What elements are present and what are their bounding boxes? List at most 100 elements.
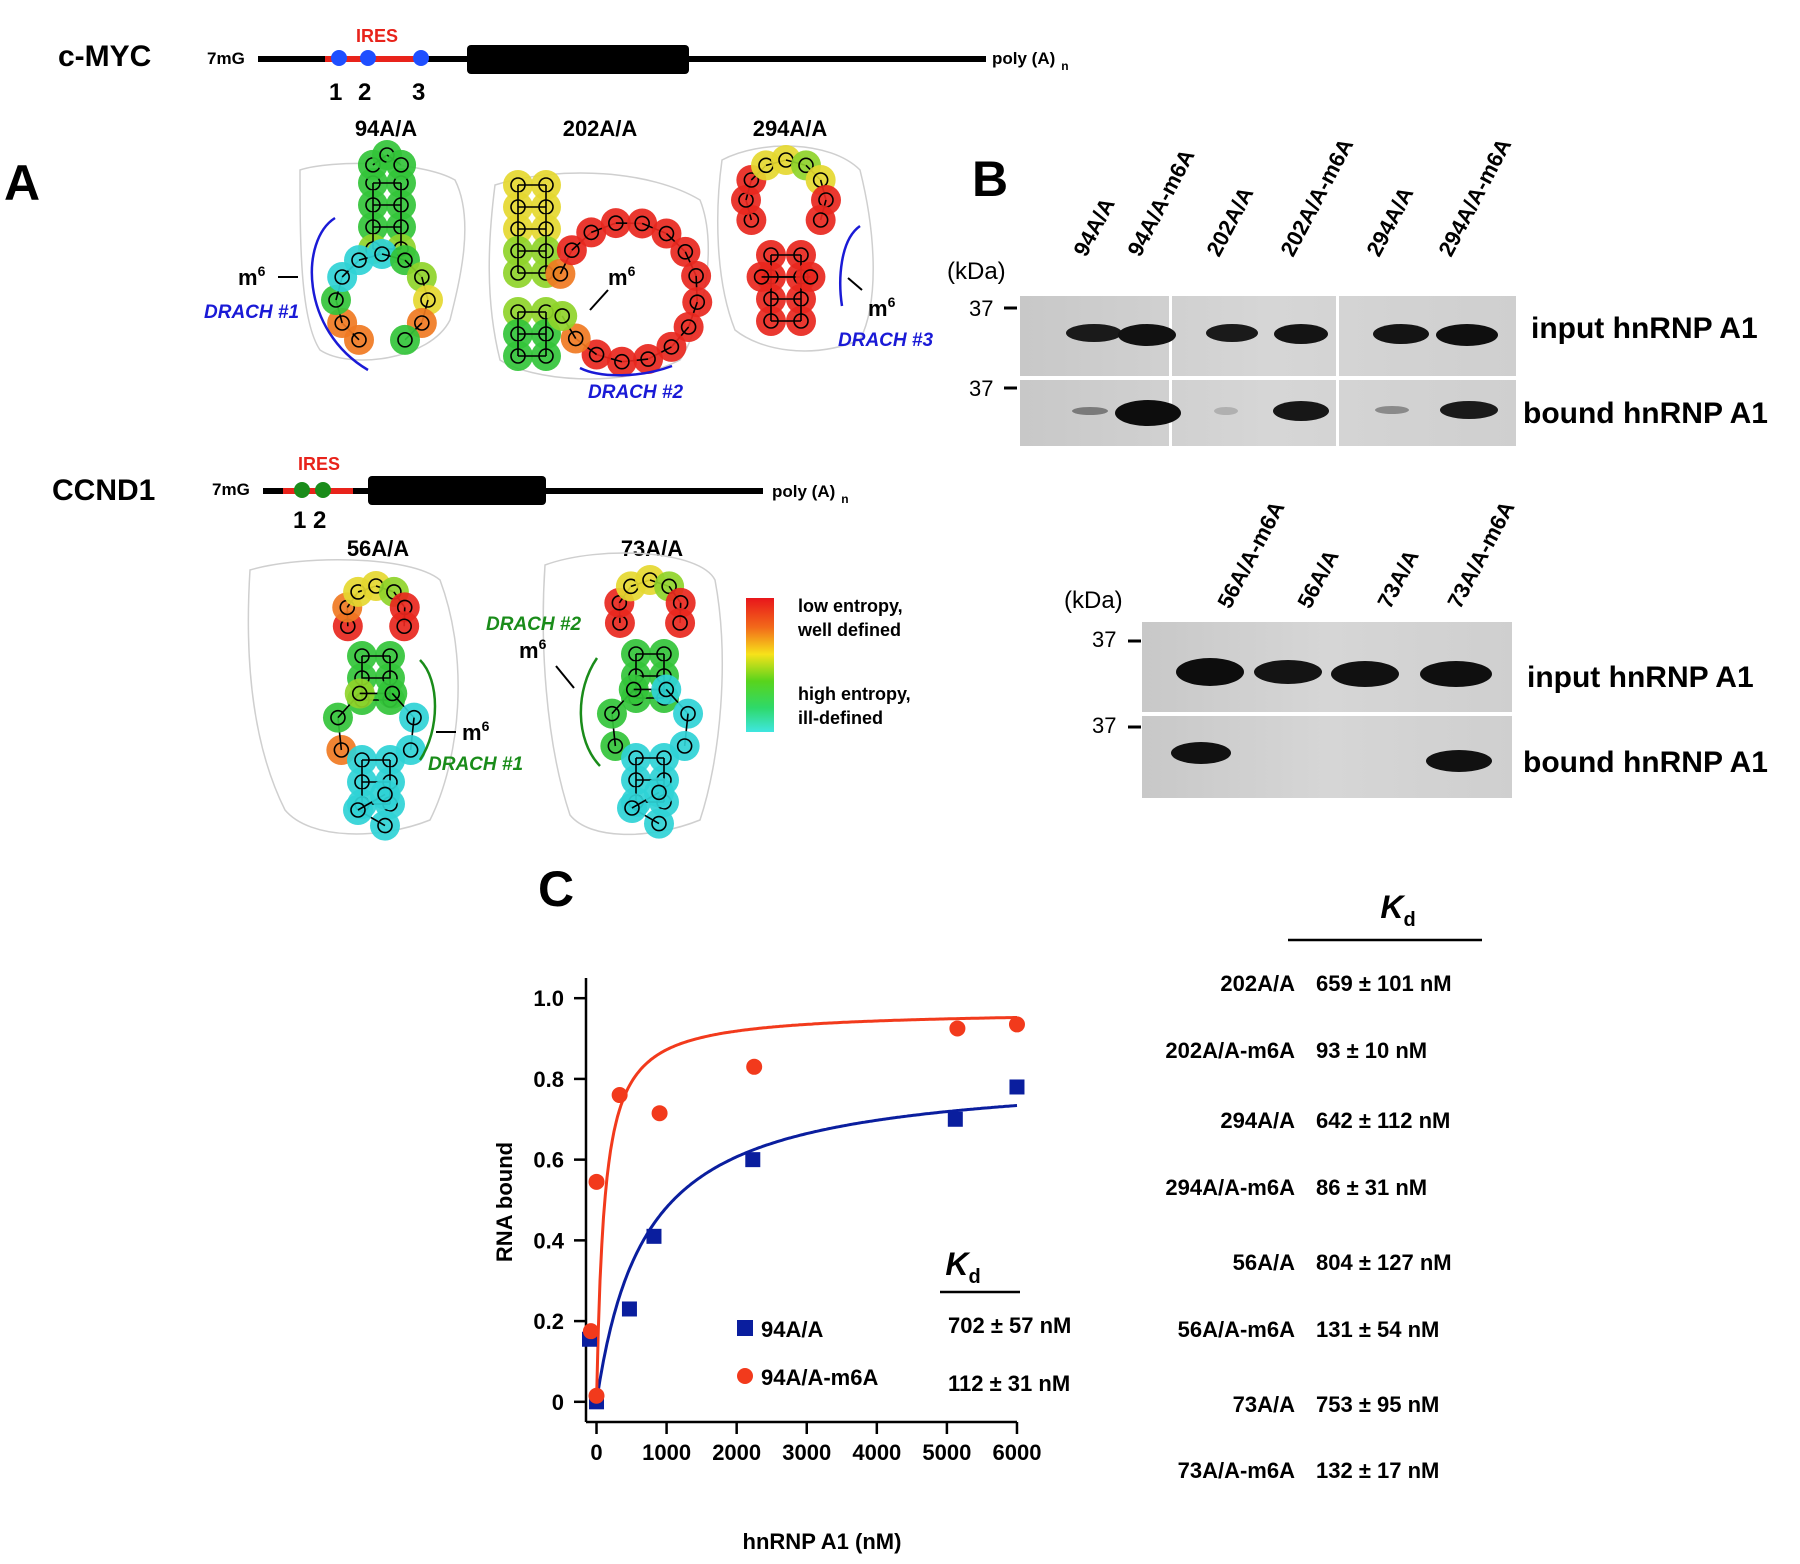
y-tick-label: 0.2: [533, 1309, 564, 1334]
data-point-circle: [746, 1059, 762, 1075]
kd-row-name: 56A/A: [1233, 1250, 1295, 1275]
c-myc-site-3: [413, 50, 429, 66]
structure-title-294a: 294A/A: [753, 116, 828, 141]
blot2-row-gap: [1142, 712, 1512, 716]
blot1-band-bound-2: [1115, 400, 1181, 426]
c-myc-site-number-1: 1: [329, 79, 342, 106]
blot2-band-input-2: [1254, 660, 1322, 684]
c-myc-cap-label: 7mG: [207, 49, 245, 68]
x-tick-label: 6000: [993, 1440, 1042, 1465]
panel-label-a: A: [4, 155, 40, 211]
blot2-marker-input: 37: [1092, 627, 1116, 652]
legend-marker-94a: [737, 1320, 753, 1336]
blot1-lane-6: 294A/A-m6A: [1433, 134, 1516, 260]
blot2-band-input-4: [1420, 661, 1492, 687]
binding-curve-chart: RNA bound hnRNP A1 (nM) 00.20.40.60.81.0…: [492, 978, 1071, 1554]
kd-row-name: 202A/A: [1220, 971, 1295, 996]
ccnd1-site-2: [315, 482, 331, 498]
legend-kd-94a-m6a: 112 ± 31 nM: [948, 1371, 1070, 1396]
chart-data-points: [582, 1016, 1025, 1409]
structure-title-56a: 56A/A: [347, 536, 409, 561]
blot2-row-label-bound: bound hnRNP A1: [1523, 746, 1768, 779]
kd-table-header: Kd: [1380, 889, 1415, 931]
blot2-lane-1: 56A/A-m6A: [1212, 497, 1289, 612]
kd-row-value: 93 ± 10 nM: [1316, 1038, 1427, 1063]
m6-label-73a: m6: [519, 636, 547, 663]
data-point-circle: [652, 1105, 668, 1121]
blot1-row-gap: [1020, 376, 1516, 380]
data-point-circle: [583, 1323, 599, 1339]
m6-label-94a: m6: [238, 263, 266, 290]
y-tick-label: 0: [552, 1390, 564, 1415]
c-myc-ires-label: IRES: [356, 26, 398, 46]
data-point-circle: [949, 1020, 965, 1036]
blot1-band-input-1: [1066, 324, 1122, 342]
c-myc-site-number-2: 2: [358, 79, 371, 106]
nucleotide: [390, 325, 420, 355]
legend-label-94a: 94A/A: [761, 1317, 823, 1342]
blot1-lane-2: 94A/A-m6A: [1122, 145, 1199, 260]
western-blot-bottom: 56A/A-m6A 56A/A 73A/A 73A/A-m6A (kDa) 37…: [1064, 497, 1768, 798]
panel-label-c: C: [538, 861, 574, 917]
blot2-band-input-1: [1176, 658, 1244, 686]
blot1-lane-1: 94A/A: [1068, 193, 1119, 260]
blot1-lane-4: 202A/A-m6A: [1275, 134, 1358, 260]
drach-label-94a: DRACH #1: [204, 302, 299, 323]
nucleotide: [806, 205, 836, 235]
kd-row-name: 294A/A-m6A: [1165, 1175, 1295, 1200]
legend-marker-94a-m6a: [737, 1368, 753, 1384]
legend-kd-94a: 702 ± 57 nM: [948, 1313, 1071, 1338]
y-tick-label: 0.8: [533, 1067, 564, 1092]
nucleotide: [389, 611, 419, 641]
blot2-kda-label: (kDa): [1064, 587, 1123, 614]
blot1-band-bound-4: [1273, 401, 1329, 421]
m6-pointer-202a: [590, 290, 608, 310]
c-myc-polya-label: poly (A)n: [992, 49, 1069, 73]
blot2-marker-bound: 37: [1092, 713, 1116, 738]
data-point-circle: [589, 1174, 605, 1190]
x-tick-label: 1000: [642, 1440, 691, 1465]
blot1-kda-label: (kDa): [947, 258, 1006, 285]
blot1-divider-2: [1336, 296, 1339, 446]
drach-bracket-294a: [840, 226, 860, 306]
kd-row-value: 86 ± 31 nM: [1316, 1175, 1427, 1200]
legend-high-line2: ill-defined: [798, 708, 883, 728]
structure-294a-a: [731, 145, 841, 336]
panel-label-b: B: [972, 151, 1008, 207]
c-myc-schematic: c-MYC 7mG IRES 1 2 3 poly (A)n: [58, 26, 1069, 106]
blot1-marker-bound: 37: [969, 376, 993, 401]
drach-label-56a: DRACH #1: [428, 754, 523, 775]
m6-pointer-294a: [848, 278, 862, 290]
ccnd1-gene-label: CCND1: [52, 474, 155, 507]
blot2-band-bound-1: [1171, 742, 1231, 764]
structure-56a-a: [323, 571, 429, 841]
c-myc-site-2: [360, 50, 376, 66]
blot1-band-bound-6: [1440, 401, 1498, 419]
nucleotide: [665, 608, 695, 638]
western-blot-top: 94A/A 94A/A-m6A 202A/A 202A/A-m6A 294A/A…: [947, 134, 1768, 446]
drach-label-73a: DRACH #2: [486, 614, 581, 635]
ccnd1-site-numbers: 1 2: [293, 507, 326, 534]
chart-fit-curves: [597, 1018, 1018, 1402]
legend-high-line1: high entropy,: [798, 684, 911, 704]
x-axis-label: hnRNP A1 (nM): [743, 1529, 902, 1554]
kd-row-value: 131 ± 54 nM: [1316, 1317, 1439, 1342]
kd-row-name: 73A/A: [1233, 1392, 1295, 1417]
blot1-lane-3: 202A/A: [1201, 183, 1258, 261]
x-tick-label: 5000: [922, 1440, 971, 1465]
blot1-band-input-2: [1118, 324, 1176, 346]
blot1-band-input-5: [1373, 324, 1429, 344]
y-axis-label: RNA bound: [492, 1142, 517, 1262]
ccnd1-ires-label: IRES: [298, 454, 340, 474]
blot1-band-input-3: [1206, 324, 1258, 342]
ccnd1-cds-box: [368, 476, 546, 505]
blot2-lane-4: 73A/A-m6A: [1442, 497, 1519, 612]
m6-label-294a: m6: [868, 294, 896, 321]
legend-low-line1: low entropy,: [798, 596, 903, 616]
structure-title-202a: 202A/A: [563, 116, 638, 141]
c-myc-gene-label: c-MYC: [58, 40, 151, 73]
c-myc-site-number-3: 3: [412, 79, 425, 106]
structure-73a-a: [597, 565, 703, 839]
ccnd1-site-1: [294, 482, 310, 498]
x-tick-label: 4000: [852, 1440, 901, 1465]
